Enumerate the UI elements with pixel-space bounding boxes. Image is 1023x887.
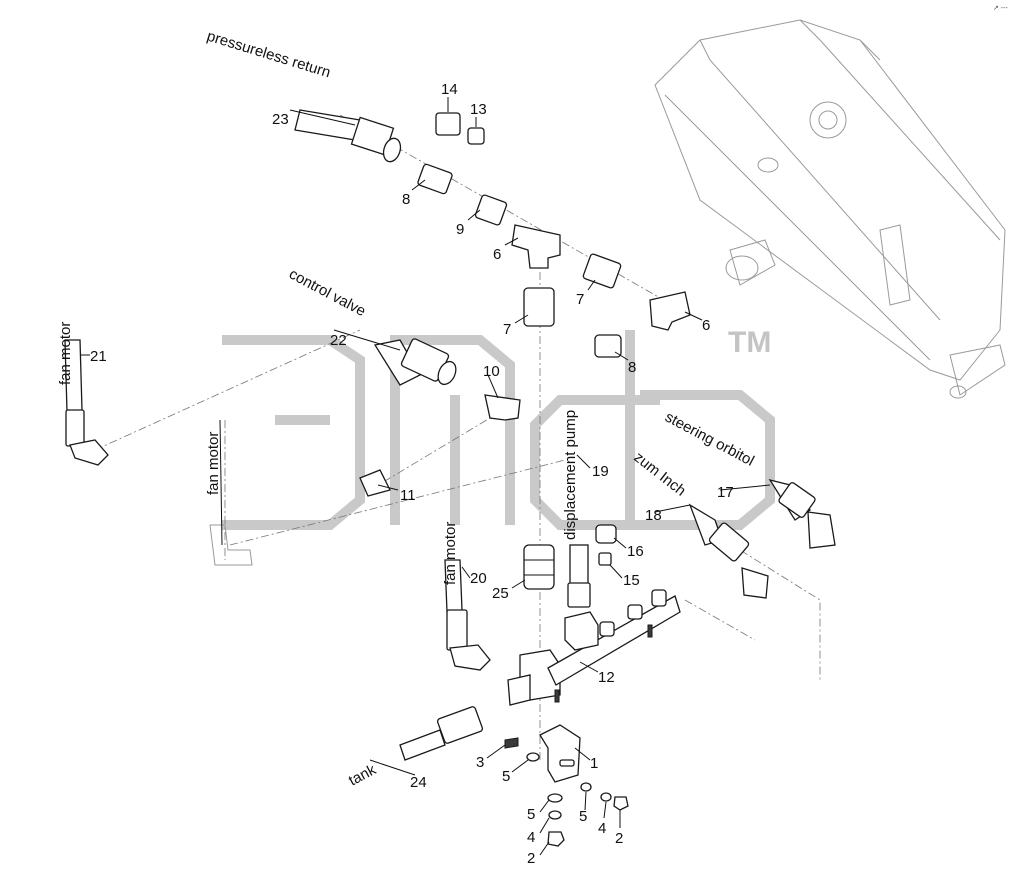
callout-21: 21 [90,348,107,365]
hose-23 [294,109,402,163]
hose-21 [64,339,109,466]
nut-2-b [613,796,629,811]
callout-16: 16 [627,543,644,560]
callout-4-a: 4 [527,829,535,846]
fitting-13 [467,127,485,145]
watermark-tm: TM [728,326,771,359]
label-steering-orbitol: steering orbitol [662,409,757,470]
washer-5-c [580,782,592,792]
callout-22: 22 [330,332,347,349]
callout-8-mid: 8 [628,359,636,376]
washer-4-b [600,792,612,802]
callout-9: 9 [456,221,464,238]
callout-5-c: 5 [579,808,587,825]
label-zum-inch: zum Inch [631,449,689,500]
callout-11: 11 [400,487,416,504]
callout-25: 25 [492,585,509,602]
callout-14: 14 [441,81,458,98]
callout-20: 20 [470,570,487,587]
label-fan-motor-20: fan motor [442,522,459,585]
label-displacement-pump: displacement pump [562,410,579,540]
fitting-15 [598,552,612,566]
callout-5-a: 5 [502,768,510,785]
fitting-16 [595,524,617,544]
fitting-8-top [417,163,453,195]
hose-17 [768,478,836,549]
callout-7-mid: 7 [503,321,511,338]
callout-8-top: 8 [402,191,410,208]
fitting-7-mid [523,287,555,327]
hose-18 [688,503,769,599]
corner-mark: ↗ --- [993,5,1008,12]
hose-24 [399,706,484,761]
callout-2-a: 2 [527,850,535,867]
manifold-12 [507,589,681,706]
callout-2-b: 2 [615,830,623,847]
callout-12: 12 [598,669,615,686]
fitting-9 [474,194,508,226]
callout-13: 13 [470,101,487,118]
ghost-elbow-left [209,524,253,566]
callout-23: 23 [272,111,289,128]
label-fan-motor-21: fan motor [57,322,74,385]
callout-18: 18 [645,507,662,524]
label-pressureless-return: pressureless return [205,28,333,82]
tee-6-top [511,224,561,269]
label-control-valve: control valve [286,266,368,321]
hose-22 [373,338,457,386]
leader-lines [80,97,771,856]
washer-5-b [547,793,563,803]
callout-7-top: 7 [576,291,584,308]
label-tank: tank [346,761,379,790]
callout-15: 15 [623,572,640,589]
label-fan-motor-left: fan motor [205,432,222,495]
callout-3: 3 [476,754,484,771]
fitting-25 [523,544,555,590]
callout-1: 1 [590,755,598,772]
fitting-14 [435,112,461,136]
fitting-11 [359,469,391,497]
callout-17: 17 [717,484,734,501]
fitting-8-mid [594,334,622,358]
fitting-10 [484,394,521,421]
bracket-1 [539,724,581,783]
fitting-7-top [582,253,622,289]
tee-6-right [649,291,691,331]
hose-20 [444,559,491,671]
callout-6-top: 6 [493,246,501,263]
callout-24: 24 [410,774,427,791]
callout-5-b: 5 [527,806,535,823]
hose-19 [567,544,591,608]
ghost-radiator [654,19,1006,399]
callout-6-right: 6 [702,317,710,334]
washer-4-a [548,810,562,820]
callout-10: 10 [483,363,500,380]
nut-2-a [547,831,565,847]
callout-19: 19 [592,463,609,480]
washer-5-a [526,752,540,762]
bolt-3 [504,737,519,749]
callout-4-b: 4 [598,820,606,837]
